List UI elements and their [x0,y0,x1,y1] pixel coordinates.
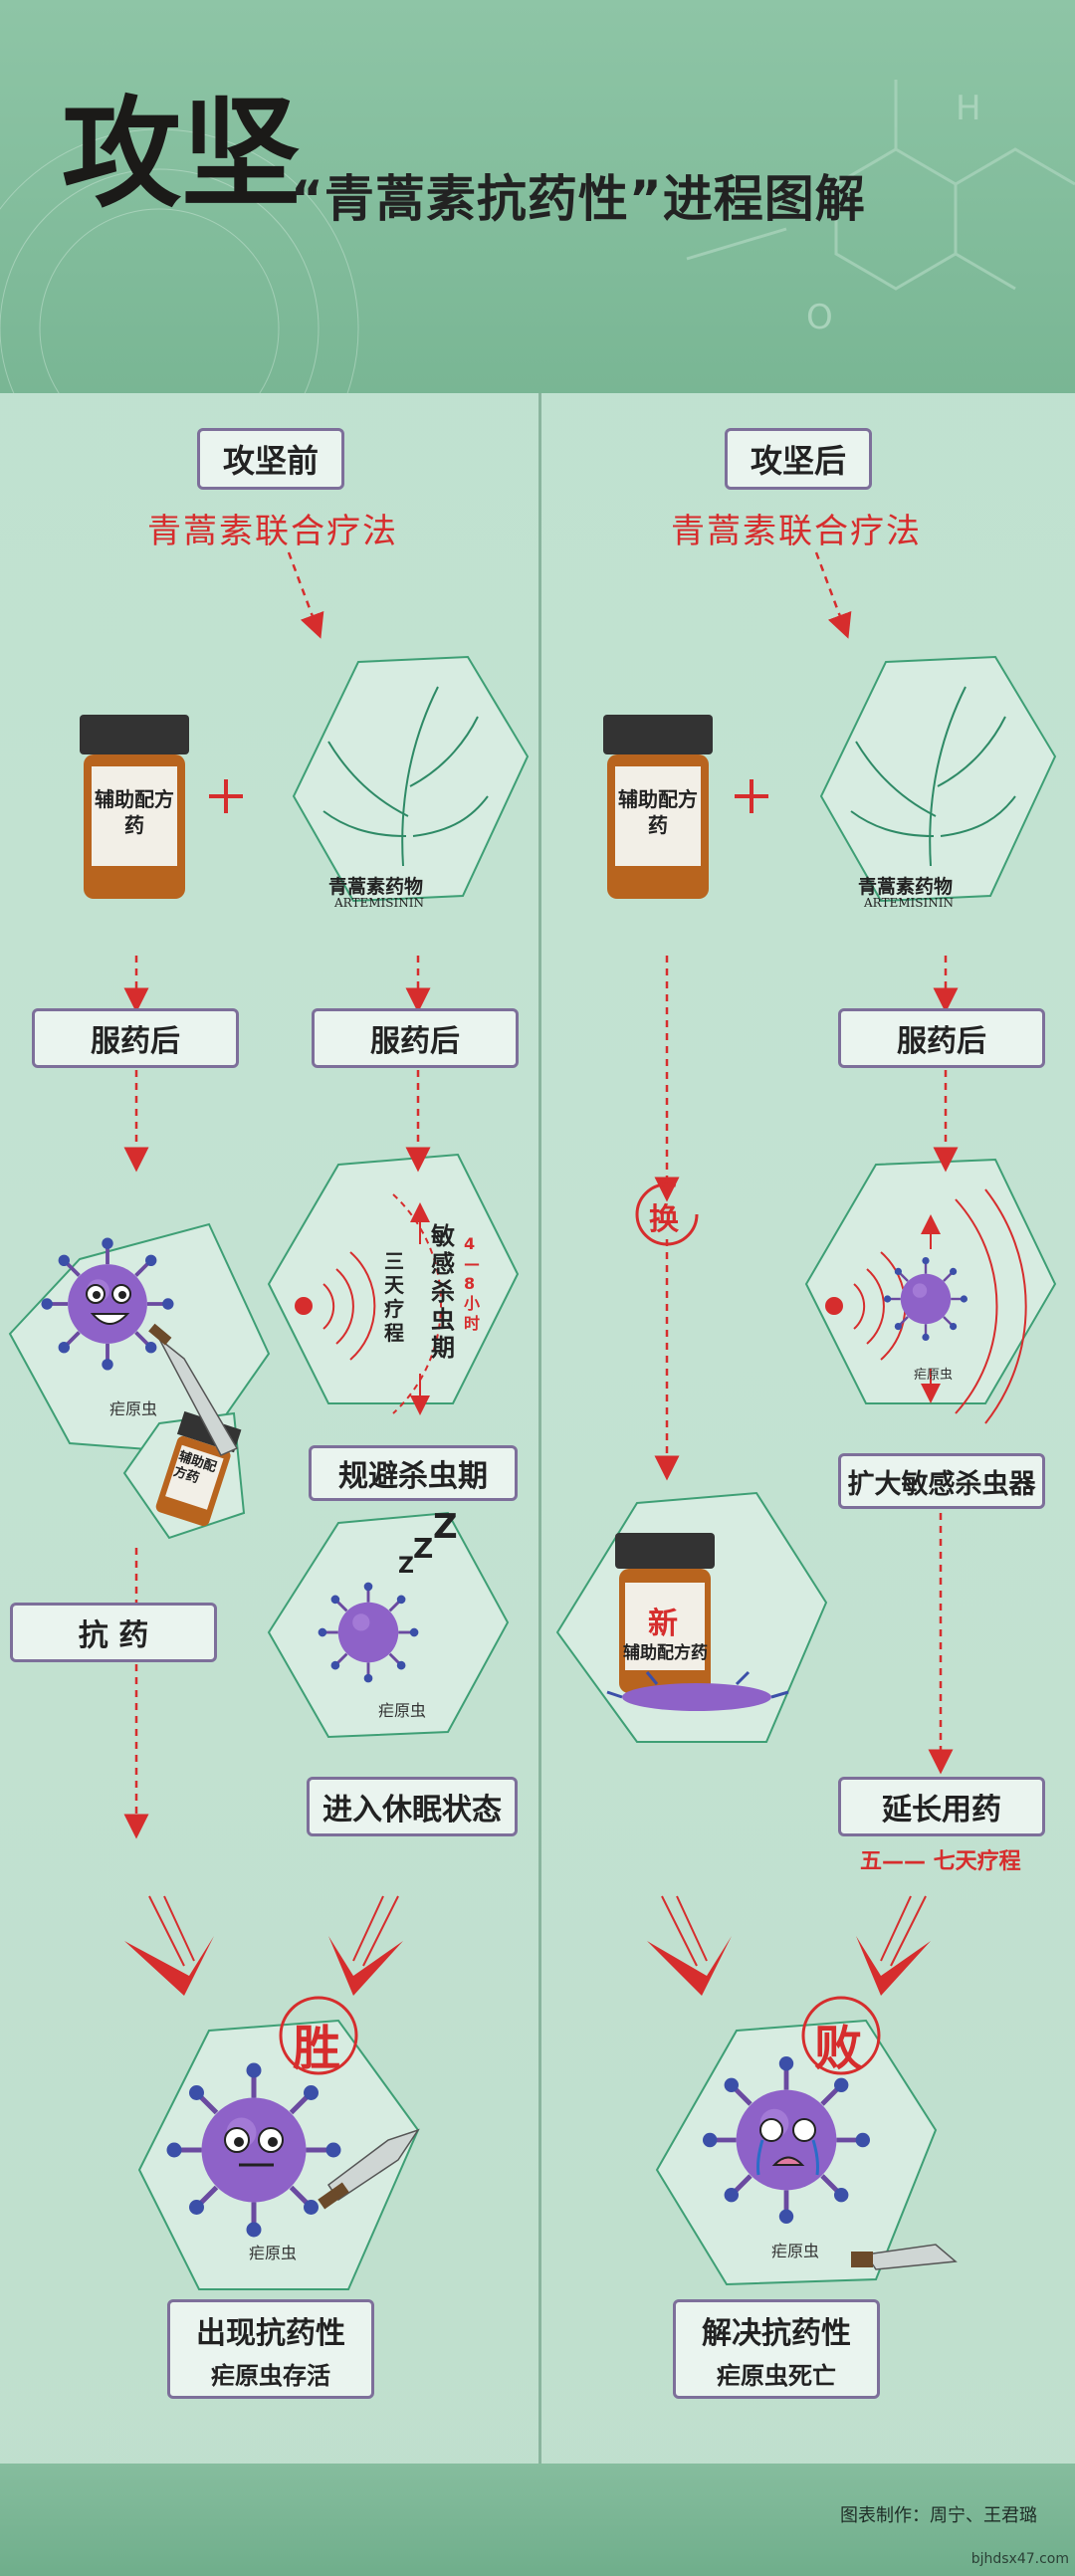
credit-text: 图表制作：周宁、王君璐 [840,2505,1037,2526]
svg-text:Z: Z [398,1554,414,1579]
right-result-sub: 疟原虫死亡 [717,2361,836,2390]
left-result-sub: 疟原虫存活 [211,2361,330,2390]
svg-text:Z: Z [433,1507,458,1547]
header-decoration: H O [0,80,1075,393]
course-label: 五—— 七天疗程 [860,1849,1021,1874]
svg-text:Z: Z [413,1532,433,1565]
svg-text:O: O [806,298,833,337]
header-banner: H O 攻坚 “青蒿素抗药性”进程图解 [0,0,1075,393]
right-aux-drug-label: 辅助配方药 [618,787,698,837]
right-after-dose: 服药后 [838,1008,1045,1068]
sleeping-parasite-label: 疟原虫 [378,1701,427,1720]
left-artemisinin-en: ARTEMISININ [334,896,424,910]
left-artemisinin-cn: 青蒿素药物 [328,876,424,898]
dormant-box: 进入休眠状态 [307,1777,518,1836]
right-artemisinin-cn: 青蒿素药物 [858,876,954,898]
page-title: “青蒿素抗药性”进程图解 [291,170,866,228]
right-artemisinin-en: ARTEMISININ [864,896,954,910]
sensitive-period-label: 敏感杀虫期 [431,1222,455,1362]
new-label: 新 [648,1607,678,1641]
left-result-parasite-label: 疟原虫 [249,2244,298,2262]
three-day-course-label: 三天疗程 [384,1249,404,1345]
left-aux-drug-label: 辅助配方药 [95,787,174,837]
extend-box: 延长用药 [838,1777,1045,1836]
lose-label: 败 [814,2021,863,2076]
right-therapy-label: 青蒿素联合疗法 [671,512,922,551]
new-drug-label: 辅助配方药 [623,1643,708,1663]
switch-label: 换 [649,1202,679,1237]
brush-title: 攻坚 [62,84,301,224]
left-after-dose-1: 服药后 [32,1008,239,1068]
left-after-dose-2: 服药后 [312,1008,519,1068]
sensitive-hours-label: 4—8小时 [464,1234,481,1333]
center-divider [538,393,541,2464]
left-therapy-label: 青蒿素联合疗法 [147,512,398,551]
left-result-box: 出现抗药性 疟原虫存活 [167,2299,374,2399]
expand-box: 扩大敏感杀虫器 [838,1453,1045,1509]
win-label: 胜 [293,2021,341,2076]
watermark-text: bjhdsx47.com [970,2551,1069,2567]
right-result-box: 解决抗药性 疟原虫死亡 [673,2299,880,2399]
svg-text:H: H [956,89,981,128]
right-heading: 攻坚后 [725,428,872,490]
resistance-box: 抗 药 [10,1603,217,1662]
left-parasite-label: 疟原虫 [109,1399,158,1418]
left-result-title: 出现抗药性 [196,2315,345,2351]
footer-bar: 图表制作：周宁、王君璐 bjhdsx47.com [0,2464,1075,2576]
right-parasite-label: 疟原虫 [914,1368,954,1383]
left-heading: 攻坚前 [197,428,344,490]
right-result-title: 解决抗药性 [702,2315,851,2351]
evade-box: 规避杀虫期 [309,1445,518,1501]
right-result-parasite-label: 疟原虫 [771,2242,820,2260]
